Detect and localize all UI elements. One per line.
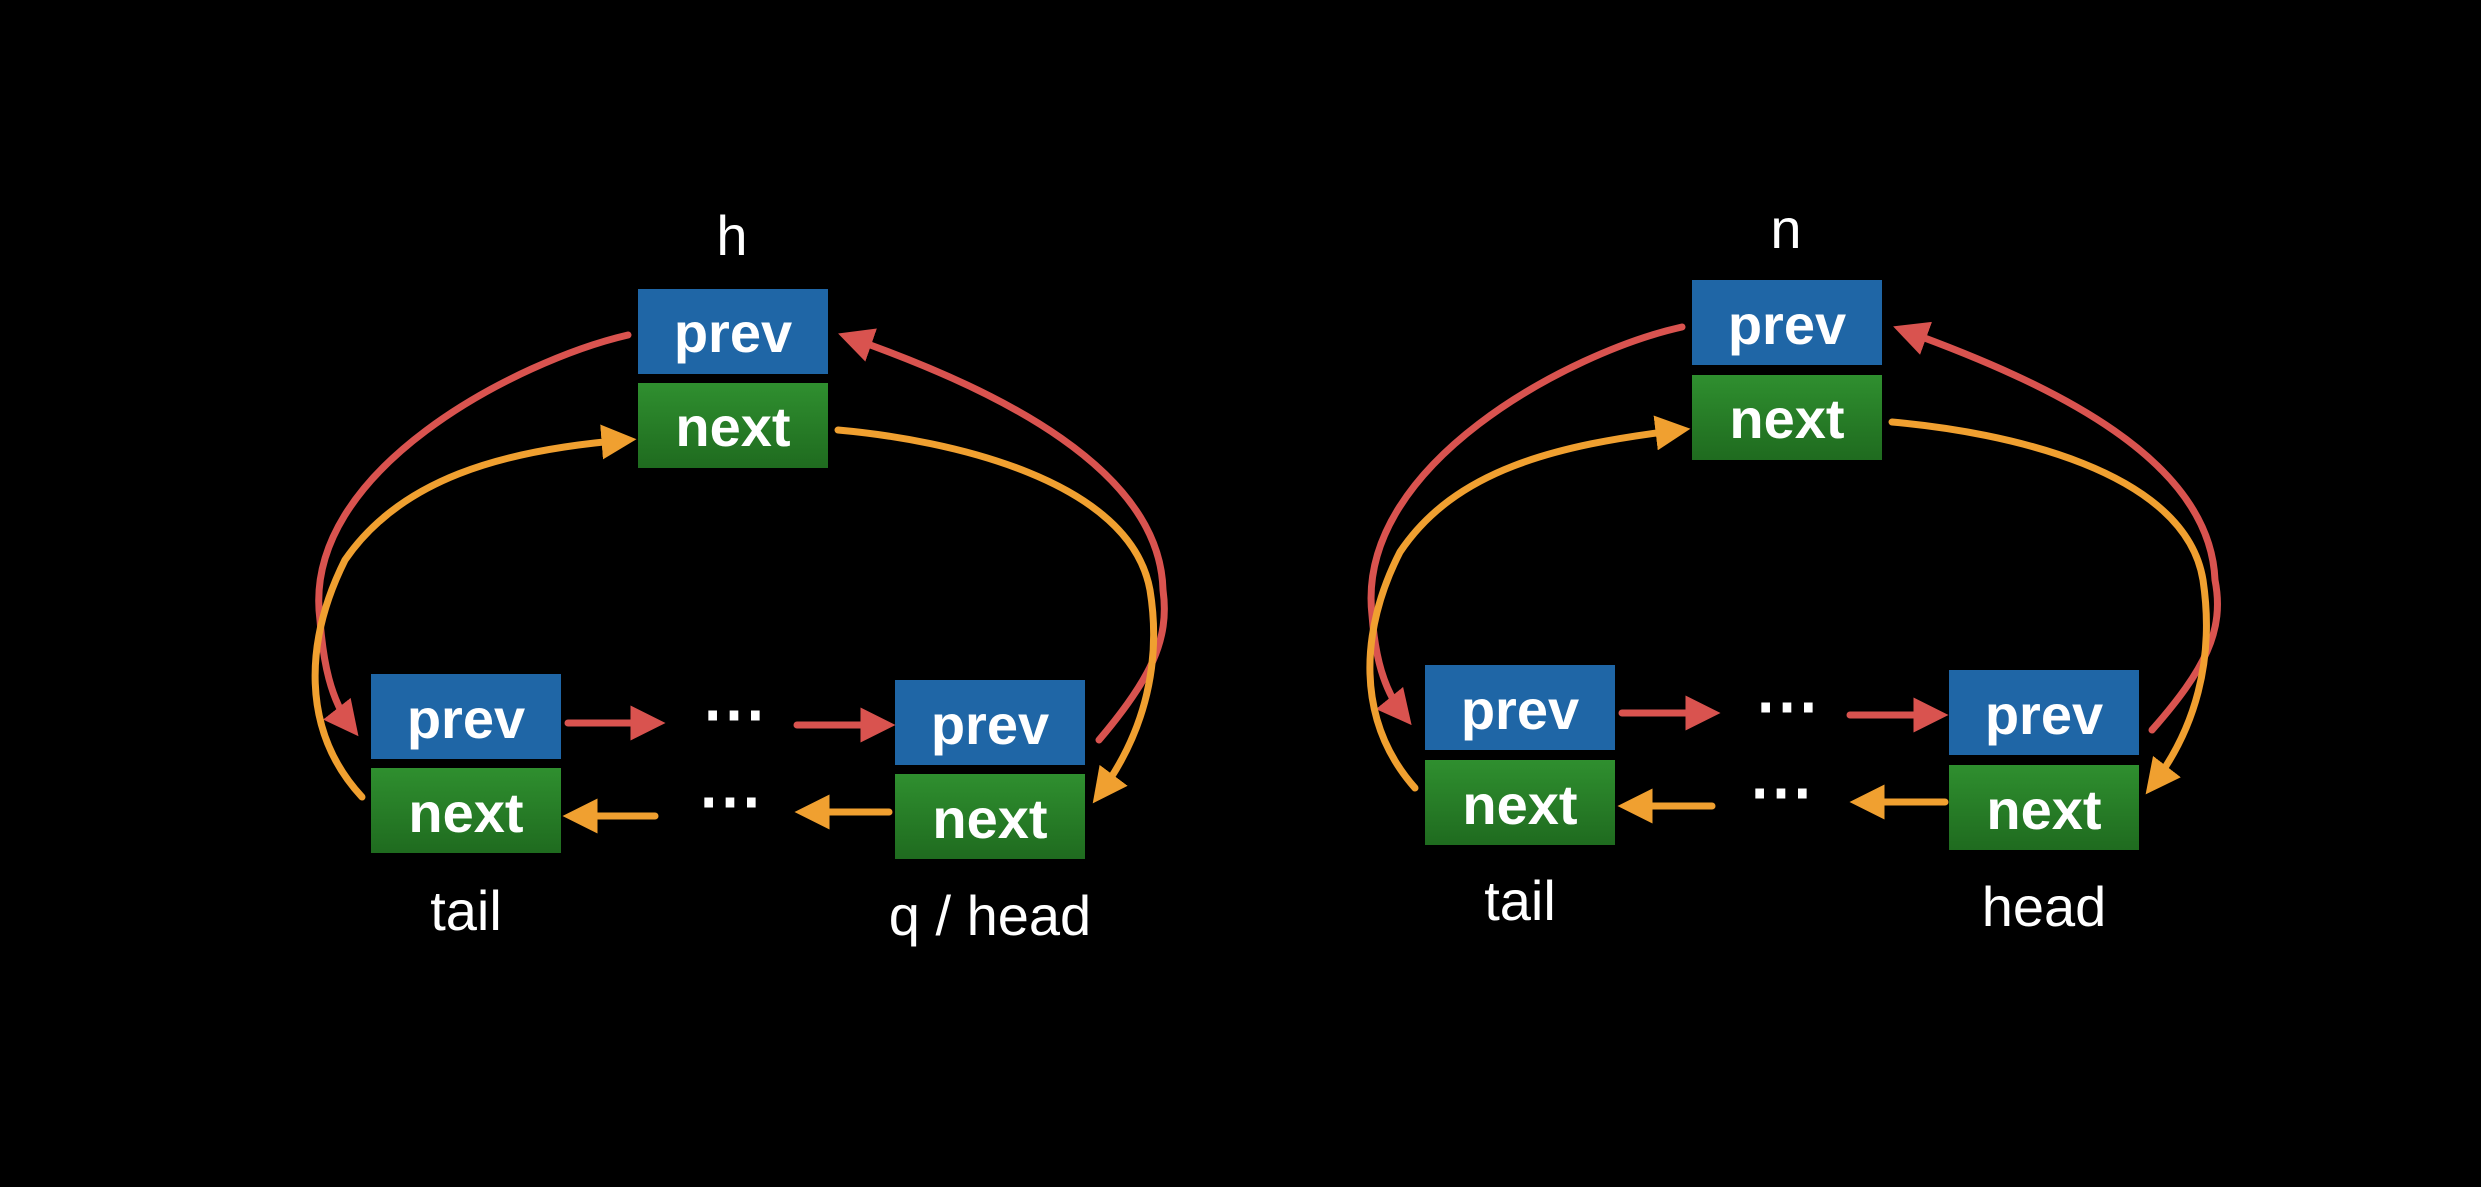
node-h-next-label: next bbox=[675, 395, 790, 458]
node-label-n: n bbox=[1770, 197, 1801, 260]
right-panel: n prev next prev next tail prev next hea… bbox=[1366, 197, 2221, 938]
tail-next-label: next bbox=[1462, 773, 1577, 836]
head-next-box bbox=[1949, 765, 2139, 850]
prev-arrow-head-to-h bbox=[838, 328, 1168, 744]
node-h-prev-label: prev bbox=[674, 301, 792, 364]
node-n-prev-box bbox=[1692, 280, 1882, 365]
node-n-next-label: next bbox=[1729, 387, 1844, 450]
left-panel: h prev next prev next tail prev next q /… bbox=[311, 204, 1168, 947]
tail-next-box bbox=[371, 768, 561, 853]
head-label: head bbox=[1982, 875, 2107, 938]
head-prev-box bbox=[895, 680, 1085, 765]
head-next-label: next bbox=[1986, 778, 2101, 841]
tail-prev-label: prev bbox=[1461, 678, 1579, 741]
node-h-next-box bbox=[638, 383, 828, 468]
head-prev-label: prev bbox=[931, 693, 1049, 756]
ellipsis-top: ⋯ bbox=[1755, 669, 1819, 741]
next-arrow-tail-to-h bbox=[311, 424, 637, 801]
tail-label: tail bbox=[1484, 869, 1556, 932]
tail-label: tail bbox=[430, 879, 502, 942]
node-label-h: h bbox=[716, 204, 747, 267]
tail-next-box bbox=[1425, 760, 1615, 845]
next-arrow-n-to-head bbox=[1888, 418, 2210, 795]
next-arrow-tail-to-n bbox=[1366, 415, 1691, 792]
tail-prev-box bbox=[371, 674, 561, 759]
ellipsis-top: ⋯ bbox=[702, 677, 766, 749]
tail-next-label: next bbox=[408, 781, 523, 844]
ellipsis-bottom: ⋯ bbox=[698, 764, 762, 836]
node-h-prev-box bbox=[638, 289, 828, 374]
head-prev-label: prev bbox=[1985, 683, 2103, 746]
head-prev-box bbox=[1949, 670, 2139, 755]
head-next-box bbox=[895, 774, 1085, 859]
head-label: q / head bbox=[889, 884, 1091, 947]
prev-arrow-n-to-tail bbox=[1367, 323, 1686, 726]
next-arrow-h-to-head bbox=[834, 426, 1158, 804]
head-next-label: next bbox=[932, 787, 1047, 850]
tail-prev-label: prev bbox=[407, 687, 525, 750]
ellipsis-bottom: ⋯ bbox=[1749, 755, 1813, 827]
tail-prev-box bbox=[1425, 665, 1615, 750]
prev-arrow-h-to-tail bbox=[315, 331, 632, 737]
node-n-next-box bbox=[1692, 375, 1882, 460]
node-n-prev-label: prev bbox=[1728, 293, 1846, 356]
